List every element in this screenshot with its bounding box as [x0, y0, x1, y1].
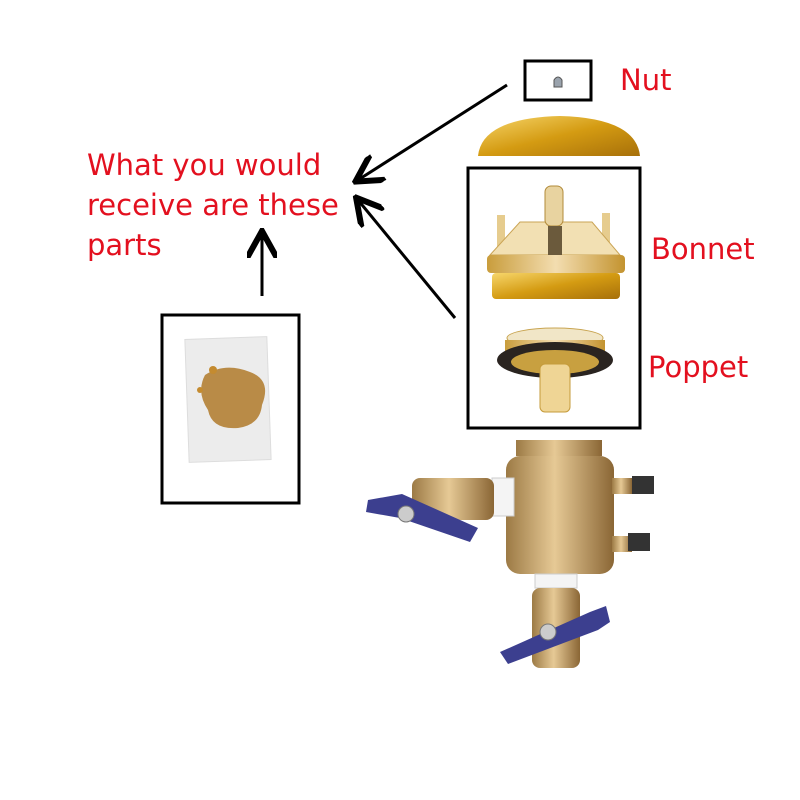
- bonnet-icon: [487, 185, 625, 299]
- caption-line-2: receive are these: [87, 188, 339, 222]
- handle-upper-icon: [366, 494, 478, 542]
- caption-line-3: parts: [87, 228, 162, 262]
- caption-line-1: What you would: [87, 148, 322, 182]
- cap-icon: [478, 116, 640, 156]
- poppet-label: Poppet: [648, 350, 749, 384]
- arrow-from-nut: [358, 83, 508, 180]
- arrow-from-bonnet: [358, 200, 457, 319]
- poppet-icon: [497, 327, 613, 413]
- bonnet-label: Bonnet: [651, 232, 755, 266]
- nut-label: Nut: [620, 63, 672, 97]
- parts-box: [466, 166, 642, 430]
- grease-packet-icon: [184, 336, 272, 463]
- nut-icon: [553, 76, 563, 88]
- nut-box: [523, 59, 593, 102]
- grease-packet-box: [160, 313, 301, 505]
- backflow-valve-icon: [366, 440, 654, 668]
